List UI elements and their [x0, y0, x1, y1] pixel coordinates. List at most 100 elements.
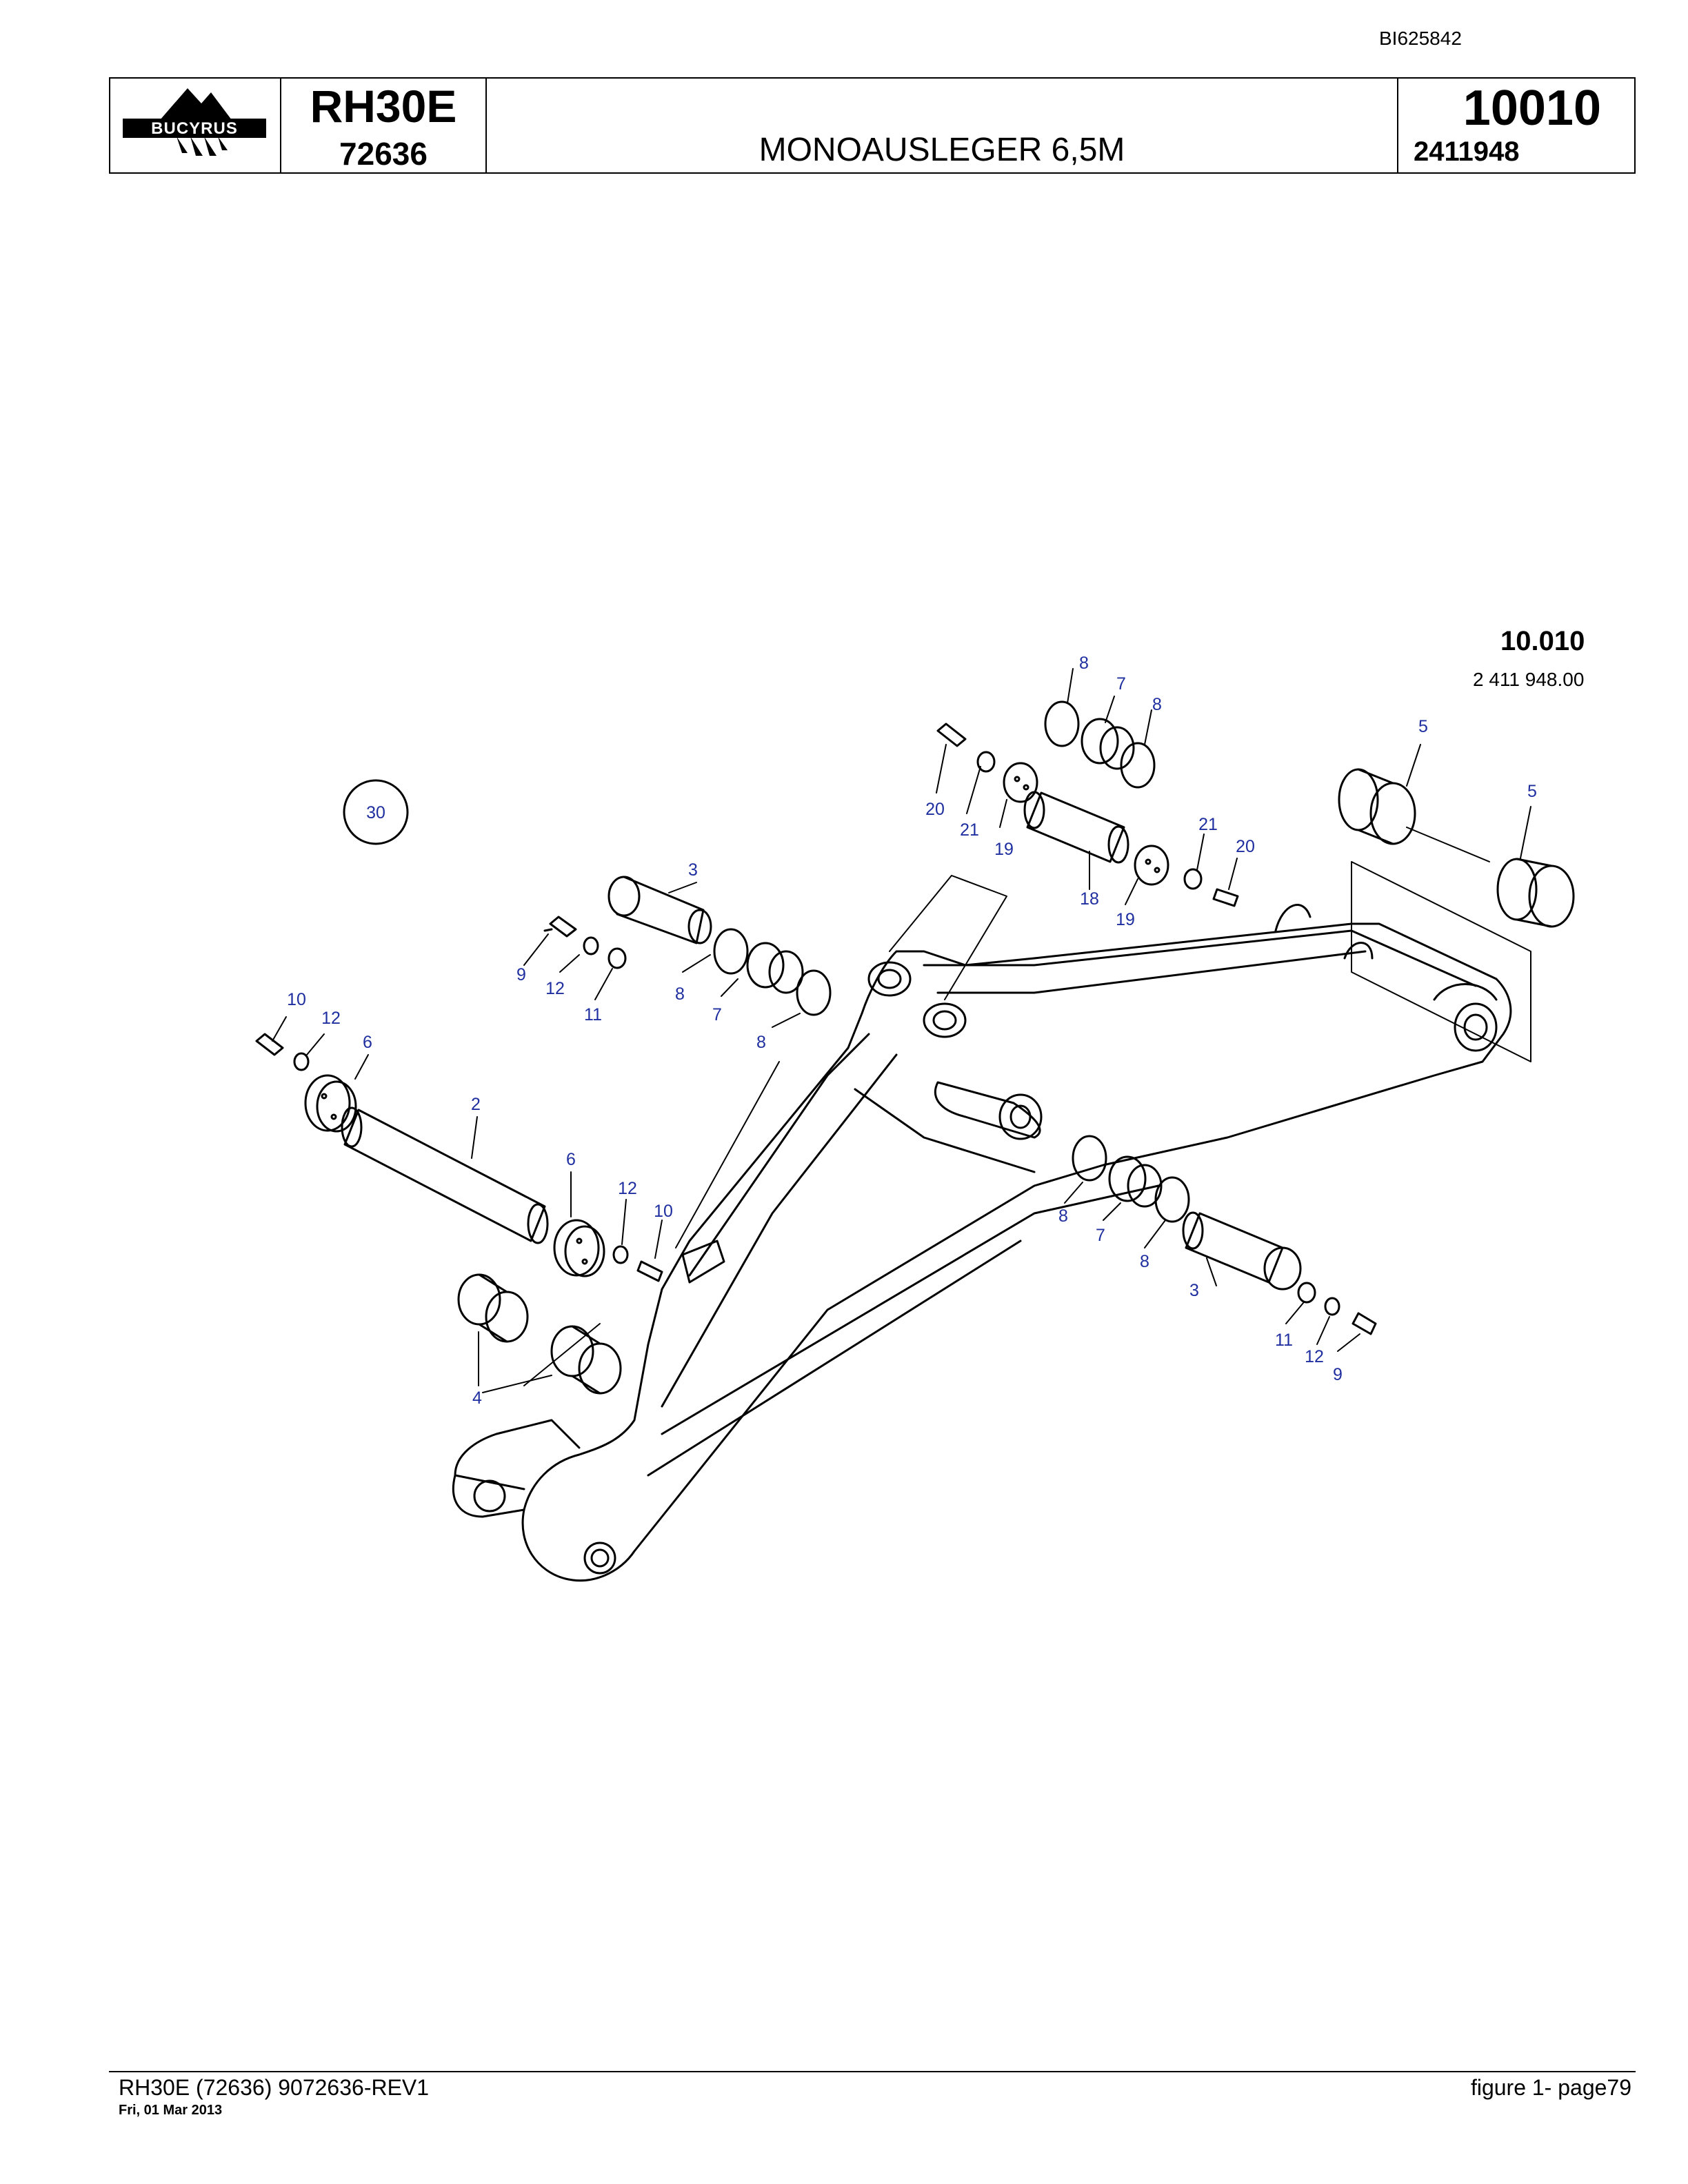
- washer-21-upper: [976, 751, 996, 773]
- plate-19-lower: [1134, 845, 1169, 886]
- callout-6-lower: 6: [566, 1150, 576, 1169]
- bolt-20-upper: [936, 722, 967, 747]
- ring-8-c: [1044, 700, 1080, 747]
- bushing-5-upper: [1338, 768, 1416, 845]
- end-cap-6-lower: [553, 1219, 605, 1277]
- document-id: BI625842: [1379, 28, 1462, 49]
- callout-11-lower: 11: [1275, 1331, 1293, 1350]
- callout-10-upper: 10: [287, 990, 306, 1009]
- callout-19-upper: 19: [994, 840, 1014, 859]
- bolt-20-lower: [1212, 888, 1239, 907]
- washer-11-upper: [607, 947, 627, 969]
- bushing-5-lower: [1496, 858, 1575, 928]
- cylinder-bracket-bore: [998, 1093, 1043, 1140]
- footer-page-ref: figure 1- page79: [1470, 2075, 1631, 2100]
- boom-lower-edge: [854, 1088, 1036, 1173]
- washer-11-lower: [1297, 1282, 1316, 1304]
- ring-8-f: [1154, 1176, 1190, 1223]
- callout-8-a: 8: [1079, 654, 1089, 673]
- nut-12-b: [293, 1052, 310, 1071]
- pin-18: [1023, 791, 1129, 864]
- svg-text:BUCYRUS: BUCYRUS: [151, 119, 238, 138]
- callout-20-lower: 20: [1236, 837, 1255, 856]
- bushing-7-b: [1081, 718, 1135, 770]
- callout-5-upper: 5: [1418, 717, 1428, 736]
- nut-12-d: [1324, 1297, 1340, 1316]
- boom-head-hole-left: [867, 961, 912, 997]
- footer-date: Fri, 01 Mar 2013: [119, 2103, 223, 2118]
- nut-12-a: [583, 936, 599, 956]
- callout-20-upper: 20: [925, 800, 945, 819]
- number-cell: 10010 2411948: [1398, 79, 1636, 172]
- bolt-10-upper: [255, 1033, 284, 1056]
- boom-outline: [521, 922, 1512, 1582]
- callout-9-upper: 9: [516, 965, 526, 984]
- page-title: MONOAUSLEGER 6,5M: [758, 132, 1125, 168]
- boom-web-line-2: [661, 1053, 898, 1408]
- callout-8-c: 8: [675, 984, 685, 1004]
- callout-4: 4: [472, 1388, 482, 1408]
- boom-web-line: [688, 1033, 870, 1277]
- callout-12-b: 12: [321, 1009, 341, 1028]
- callout-21-lower: 21: [1198, 815, 1218, 834]
- bolt-9-upper: [543, 916, 577, 938]
- boom-bottom-flange-2: [647, 1240, 1022, 1477]
- callout-8-f: 8: [1140, 1252, 1149, 1271]
- serial-number: 72636: [339, 136, 428, 172]
- ring-8-a: [713, 928, 749, 975]
- title-block: BUCYRUS RH30E 72636 MONOAUSLEGER 6,5M 10…: [109, 77, 1636, 174]
- callout-8-b: 8: [1152, 695, 1162, 714]
- bucyrus-logo: BUCYRUS: [123, 88, 266, 156]
- pin-3-lower: [1182, 1211, 1302, 1291]
- footer-rule: [109, 2071, 1636, 2072]
- callout-10-lower: 10: [654, 1202, 673, 1221]
- callout-8-d: 8: [756, 1033, 766, 1052]
- callout-3-lower: 3: [1189, 1281, 1199, 1300]
- callout-12-a: 12: [545, 979, 565, 998]
- figure-part-number: 2 411 948.00: [1473, 669, 1585, 690]
- callout-7-b: 7: [1116, 674, 1126, 694]
- title-cell: MONOAUSLEGER 6,5M: [487, 79, 1398, 172]
- reference-circle-label: 30: [366, 803, 385, 822]
- bolt-10-lower: [636, 1260, 663, 1282]
- callout-18: 18: [1080, 889, 1099, 909]
- washer-21-lower: [1183, 868, 1203, 890]
- foot-pin-hole-left: [473, 1479, 506, 1513]
- boom-lug-2: [1343, 942, 1374, 960]
- reference-frame-right: [1351, 861, 1531, 1062]
- reference-circle: [343, 779, 409, 845]
- pin-3-upper: [607, 876, 712, 944]
- boom-tip-hole: [1454, 1002, 1498, 1052]
- bushing-4-lower: [550, 1325, 622, 1395]
- boom-head-hole-right: [923, 1002, 967, 1038]
- model-cell: RH30E 72636: [281, 79, 487, 172]
- plate-19-upper: [1003, 762, 1038, 803]
- foot-pin-hole-right: [583, 1541, 616, 1575]
- bushing-7-c: [1108, 1155, 1163, 1208]
- boom-lug-1: [1274, 904, 1312, 932]
- ring-8-e: [1072, 1135, 1107, 1182]
- boom-bottom-flange: [661, 1184, 1160, 1435]
- logo-cell: BUCYRUS: [110, 79, 281, 172]
- bushing-7-a: [746, 942, 804, 994]
- callout-9-lower: 9: [1333, 1365, 1343, 1384]
- boom-top-edge: [923, 929, 1477, 987]
- callout-19-lower: 19: [1116, 910, 1135, 929]
- ring-8-d: [1120, 742, 1156, 789]
- model-name: RH30E: [310, 81, 457, 132]
- callout-3-upper: 3: [688, 860, 698, 880]
- callout-7-c: 7: [1096, 1226, 1105, 1245]
- pin-2: [341, 1106, 549, 1244]
- boom-foot-plate: [454, 1419, 581, 1490]
- figure-code: 10.010: [1500, 626, 1585, 656]
- boom-inner-line: [936, 950, 1367, 994]
- callout-21-upper: 21: [960, 820, 979, 840]
- part-number: 2411948: [1414, 136, 1520, 167]
- callout-7-a: 7: [712, 1005, 722, 1024]
- footer-document-ref: RH30E (72636) 9072636-REV1: [119, 2075, 430, 2100]
- group-number: 10010: [1463, 81, 1601, 136]
- bolt-9-lower: [1352, 1312, 1377, 1335]
- small-bracket: [681, 1240, 725, 1284]
- callout-2: 2: [471, 1095, 481, 1114]
